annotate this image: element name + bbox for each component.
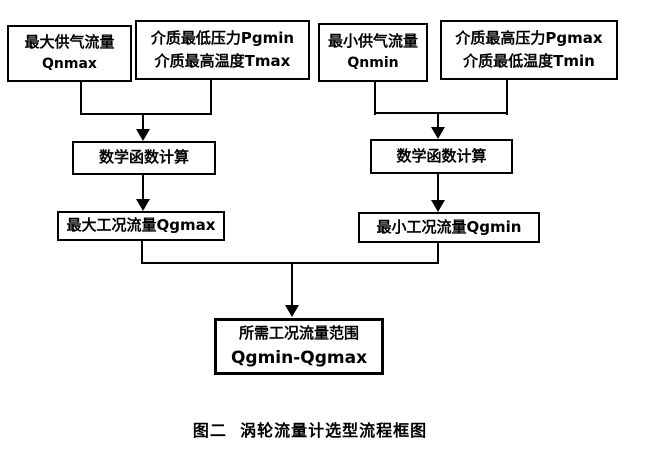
connector-mathleft-to-qgmax bbox=[142, 175, 144, 201]
node-required-flow-range: 所需工况流量范围 Qgmin-Qgmax bbox=[214, 318, 384, 375]
arrowhead-into-math-right bbox=[431, 127, 445, 139]
arrowhead-into-qgmin bbox=[431, 200, 445, 212]
connector-qgmin-drop bbox=[437, 243, 439, 264]
connector-mathright-to-qgmin bbox=[437, 174, 439, 202]
arrowhead-into-math-left bbox=[136, 129, 150, 141]
node-label: 数学函数计算 bbox=[396, 146, 487, 165]
node-sublabel: 介质最低温度Tmin bbox=[463, 52, 595, 70]
node-label: 所需工况流量范围 bbox=[238, 323, 359, 342]
figure-caption: 图二 涡轮流量计选型流程框图 bbox=[192, 421, 428, 440]
arrowhead-into-result bbox=[285, 305, 299, 317]
node-label: 最小工况流量Qgmin bbox=[376, 217, 522, 236]
connector-left-drop1 bbox=[80, 82, 82, 115]
node-label: 介质最高压力Pgmax bbox=[455, 28, 603, 47]
connector-right-merge-stem bbox=[437, 112, 439, 129]
connector-right-merge-bar bbox=[374, 112, 508, 114]
node-max-supply-flow: 最大供气流量 Qnmax bbox=[7, 25, 132, 82]
node-min-supply-flow: 最小供气流量 Qnmin bbox=[318, 23, 428, 82]
connector-right-drop2 bbox=[506, 80, 508, 115]
node-math-calc-left: 数学函数计算 bbox=[72, 141, 216, 175]
node-label: 最大供气流量 bbox=[24, 33, 115, 52]
connector-left-drop2 bbox=[210, 80, 212, 115]
node-label: 介质最低压力Pgmin bbox=[150, 28, 295, 47]
connector-left-merge-stem bbox=[142, 113, 144, 133]
connector-right-drop1 bbox=[374, 82, 376, 115]
node-max-operating-flow: 最大工况流量Qgmax bbox=[57, 211, 225, 241]
node-sublabel: Qnmin bbox=[347, 55, 399, 72]
node-sublabel: 介质最高温度Tmax bbox=[154, 52, 291, 70]
node-label: 最大工况流量Qgmax bbox=[66, 216, 216, 235]
node-label: 数学函数计算 bbox=[98, 148, 189, 167]
node-math-calc-right: 数学函数计算 bbox=[370, 139, 513, 174]
connector-left-merge-bar bbox=[80, 113, 212, 115]
node-sublabel: Qgmin-Qgmax bbox=[230, 347, 368, 368]
node-medium-min-pressure-max-temp: 介质最低压力Pgmin 介质最高温度Tmax bbox=[135, 20, 310, 80]
connector-qgmax-drop bbox=[141, 241, 143, 264]
connector-bottom-merge-bar bbox=[141, 262, 439, 264]
node-label: 最小供气流量 bbox=[327, 32, 418, 51]
connector-bottom-merge-stem bbox=[291, 262, 293, 307]
node-medium-max-pressure-min-temp: 介质最高压力Pgmax 介质最低温度Tmin bbox=[440, 20, 618, 80]
node-sublabel: Qnmax bbox=[42, 56, 97, 73]
node-min-operating-flow: 最小工况流量Qgmin bbox=[358, 212, 540, 243]
arrowhead-into-qgmax bbox=[136, 199, 150, 211]
